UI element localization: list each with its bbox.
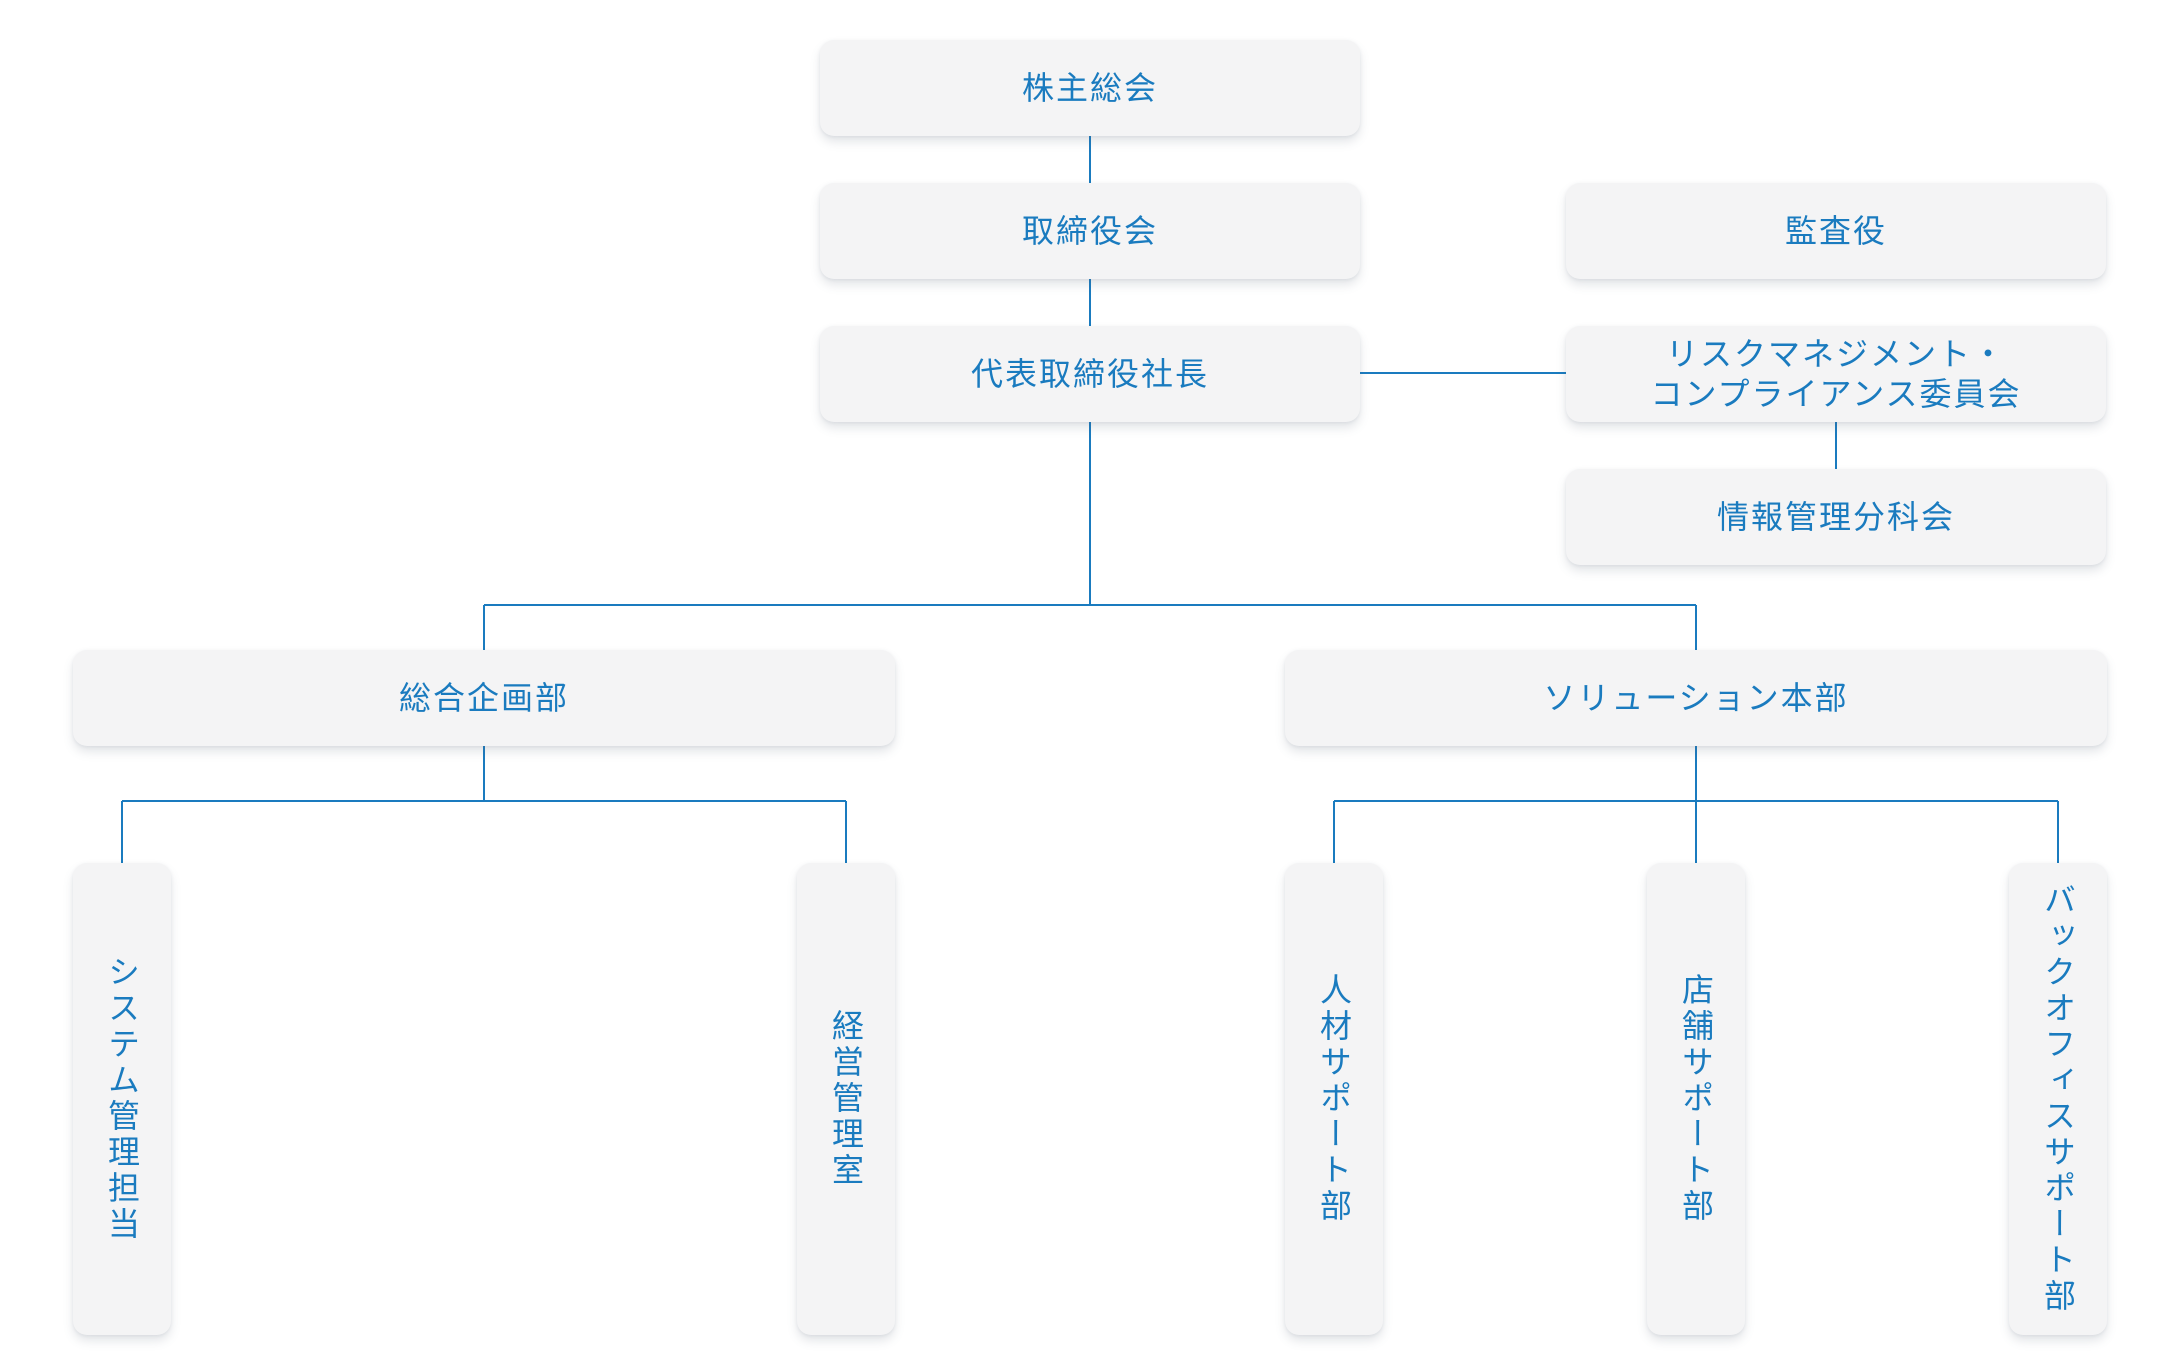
node-risk-compliance-committee: リスクマネジメント・ コンプライアンス委員会 (1566, 326, 2106, 422)
node-shareholders-meeting: 株主総会 (820, 40, 1360, 136)
node-label-line1: リスクマネジメント・ (1665, 335, 2006, 373)
node-label-line2: コンプライアンス委員会 (1650, 375, 2022, 413)
node-label: 取締役会 (1021, 212, 1158, 250)
node-store-support: 店舗サポート部 (1647, 863, 1745, 1335)
node-label: 情報管理分科会 (1716, 498, 1955, 536)
node-label: 店舗サポート部 (1677, 973, 1715, 1225)
node-info-management-subcommittee: 情報管理分科会 (1566, 469, 2106, 565)
node-president: 代表取締役社長 (820, 326, 1360, 422)
node-planning-department: 総合企画部 (73, 650, 895, 746)
node-label: 経営管理室 (827, 1009, 865, 1189)
node-solution-headquarters: ソリューション本部 (1285, 650, 2107, 746)
node-label: システム管理担当 (103, 955, 141, 1243)
node-label: 監査役 (1784, 212, 1887, 250)
node-management-office: 経営管理室 (797, 863, 895, 1335)
node-board-of-directors: 取締役会 (820, 183, 1360, 279)
node-label: バックオフィスサポート部 (2039, 883, 2077, 1315)
node-auditor: 監査役 (1566, 183, 2106, 279)
node-label: 代表取締役社長 (970, 355, 1209, 393)
node-label: ソリューション本部 (1543, 679, 1849, 717)
node-label: 人材サポート部 (1315, 973, 1353, 1225)
node-label: リスクマネジメント・ コンプライアンス委員会 (1650, 334, 2021, 414)
node-label: 株主総会 (1021, 69, 1158, 107)
node-label: 総合企画部 (398, 679, 569, 717)
node-system-administration: システム管理担当 (73, 863, 171, 1335)
node-backoffice-support: バックオフィスサポート部 (2009, 863, 2107, 1335)
node-hr-support: 人材サポート部 (1285, 863, 1383, 1335)
